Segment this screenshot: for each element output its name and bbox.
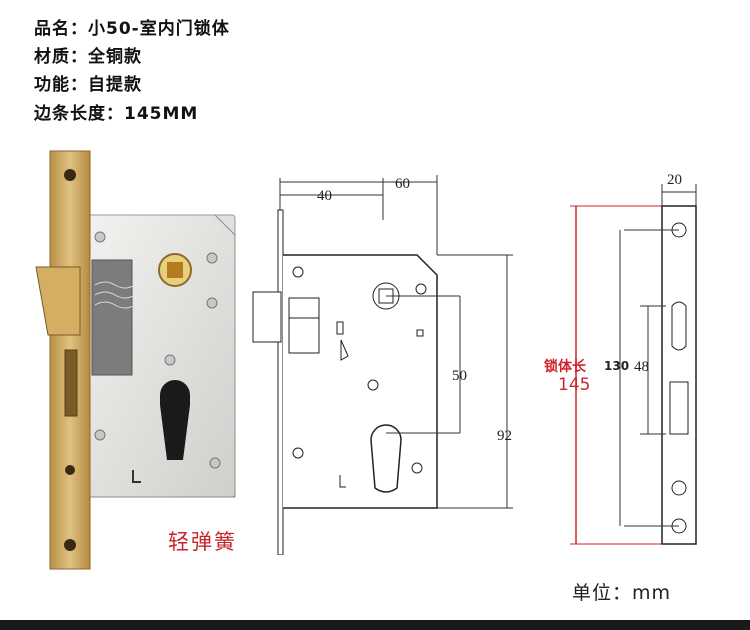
- deadbolt-slot: [64, 349, 78, 417]
- dim-thickness: 20: [667, 172, 682, 188]
- spec-label: 功能：: [34, 75, 88, 95]
- faceplate-screw-hole: [64, 539, 76, 551]
- unit-label: 单位：mm: [572, 582, 672, 604]
- faceplate-screw-hole: [65, 465, 75, 475]
- photo-caption: 轻弹簧: [168, 530, 237, 554]
- drawing-latch: [252, 291, 282, 343]
- faceplate-length: 145: [558, 375, 590, 395]
- dim-backset: 40: [317, 188, 332, 204]
- side-faceplate: [661, 205, 697, 545]
- spec-function: 功能：自提款: [34, 70, 142, 95]
- faceplate-screw-hole: [64, 169, 76, 181]
- cylinder-hole: [160, 380, 190, 460]
- dim-width: 60: [395, 176, 410, 192]
- spec-label: 材质：: [34, 47, 88, 67]
- drawing-case: [283, 254, 438, 509]
- dim-case-height: 92: [497, 428, 512, 444]
- spec-label: 边条长度：: [34, 104, 124, 124]
- drawing-faceplate: [277, 209, 284, 555]
- dim-slot: 48: [634, 359, 649, 375]
- dim-center-distance: 50: [452, 368, 467, 384]
- spec-value: 小50-室内门锁体: [88, 19, 230, 39]
- lock-body-photo: [35, 150, 236, 570]
- bottom-divider: [0, 620, 750, 630]
- spec-value: 自提款: [88, 75, 142, 95]
- spec-label: 品名：: [34, 19, 88, 39]
- faceplate-label: 锁体长: [544, 358, 587, 375]
- spec-value: 全铜款: [88, 47, 142, 67]
- spec-product-name: 品名：小50-室内门锁体: [34, 14, 230, 39]
- spec-material: 材质：全铜款: [34, 42, 142, 67]
- spec-faceplate-length: 边条长度：145MM: [34, 99, 198, 124]
- latch-bolt: [35, 266, 81, 336]
- dim-hole-spacing: 130: [604, 359, 629, 373]
- spec-value: 145MM: [124, 104, 199, 124]
- side-view-drawing: 20 锁体长 145 130 48: [544, 172, 697, 545]
- front-view-drawing: 40 60 50 92: [252, 175, 513, 555]
